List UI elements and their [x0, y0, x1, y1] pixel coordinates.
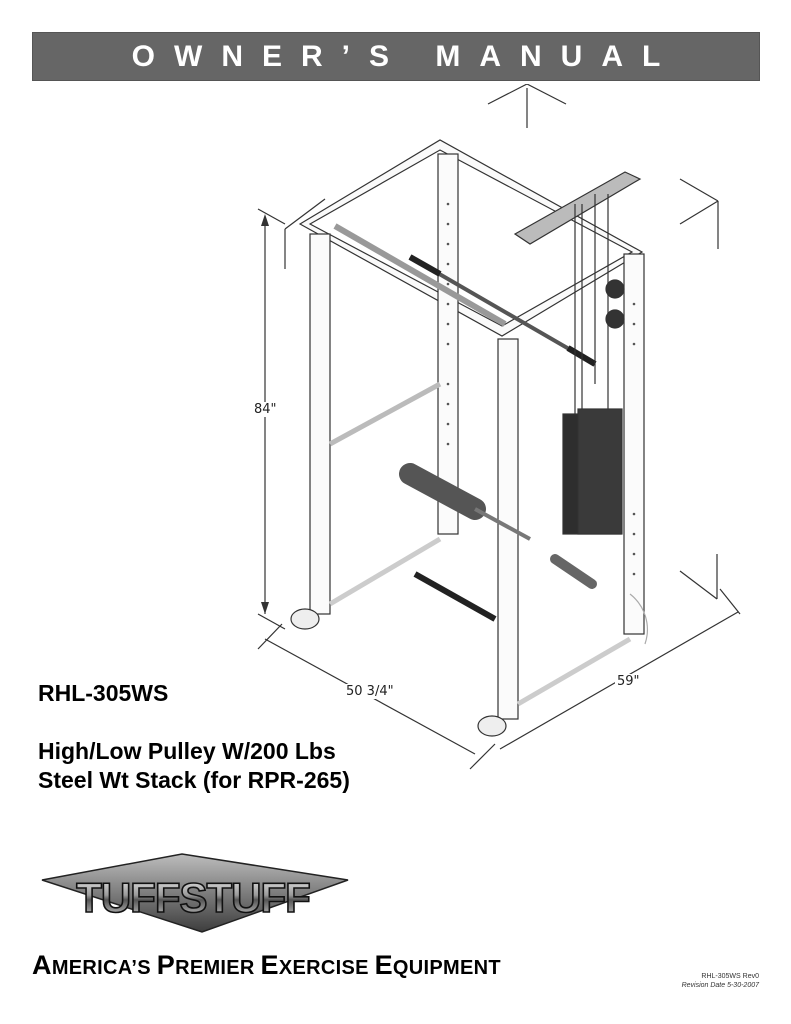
- revision-number: RHL-305WS Rev0: [701, 973, 759, 980]
- product-description-line2: Steel Wt Stack (for RPR-265): [38, 767, 350, 793]
- tuffstuff-logo: TUFFSTUFF: [32, 840, 354, 940]
- model-number: RHL-305WS: [38, 680, 169, 706]
- header-bar: OWNER’S MANUAL: [32, 32, 760, 81]
- width-dimension-label: 59": [615, 674, 642, 689]
- tagline-word-2: PREMIER: [156, 950, 255, 980]
- power-rack-illustration: [257, 83, 741, 770]
- manual-title: OWNER’S MANUAL: [131, 39, 680, 73]
- revision-date: Revision Date 5-30-2007: [681, 982, 759, 989]
- svg-text:TUFFSTUFF: TUFFSTUFF: [76, 874, 310, 921]
- logo-graphic: TUFFSTUFF: [41, 853, 349, 933]
- depth-dimension-label: 50 3/4": [344, 684, 396, 699]
- revision-info: RHL-305WS Rev0 Revision Date 5-30-2007: [682, 972, 759, 990]
- tagline-word-3: EXERCISE: [260, 950, 369, 980]
- brand-tagline: AMERICA’S PREMIER EXERCISE EQUIPMENT: [32, 950, 501, 981]
- product-diagram: 84" 50 3/4" 59": [230, 83, 770, 774]
- tagline-word-4: EQUIPMENT: [374, 950, 501, 980]
- height-dimension-label: 84": [252, 402, 279, 417]
- tagline-word-1: AMERICA’S: [32, 950, 151, 980]
- product-description-line1: High/Low Pulley W/200 Lbs: [38, 738, 336, 764]
- product-description: High/Low Pulley W/200 Lbs Steel Wt Stack…: [38, 737, 350, 795]
